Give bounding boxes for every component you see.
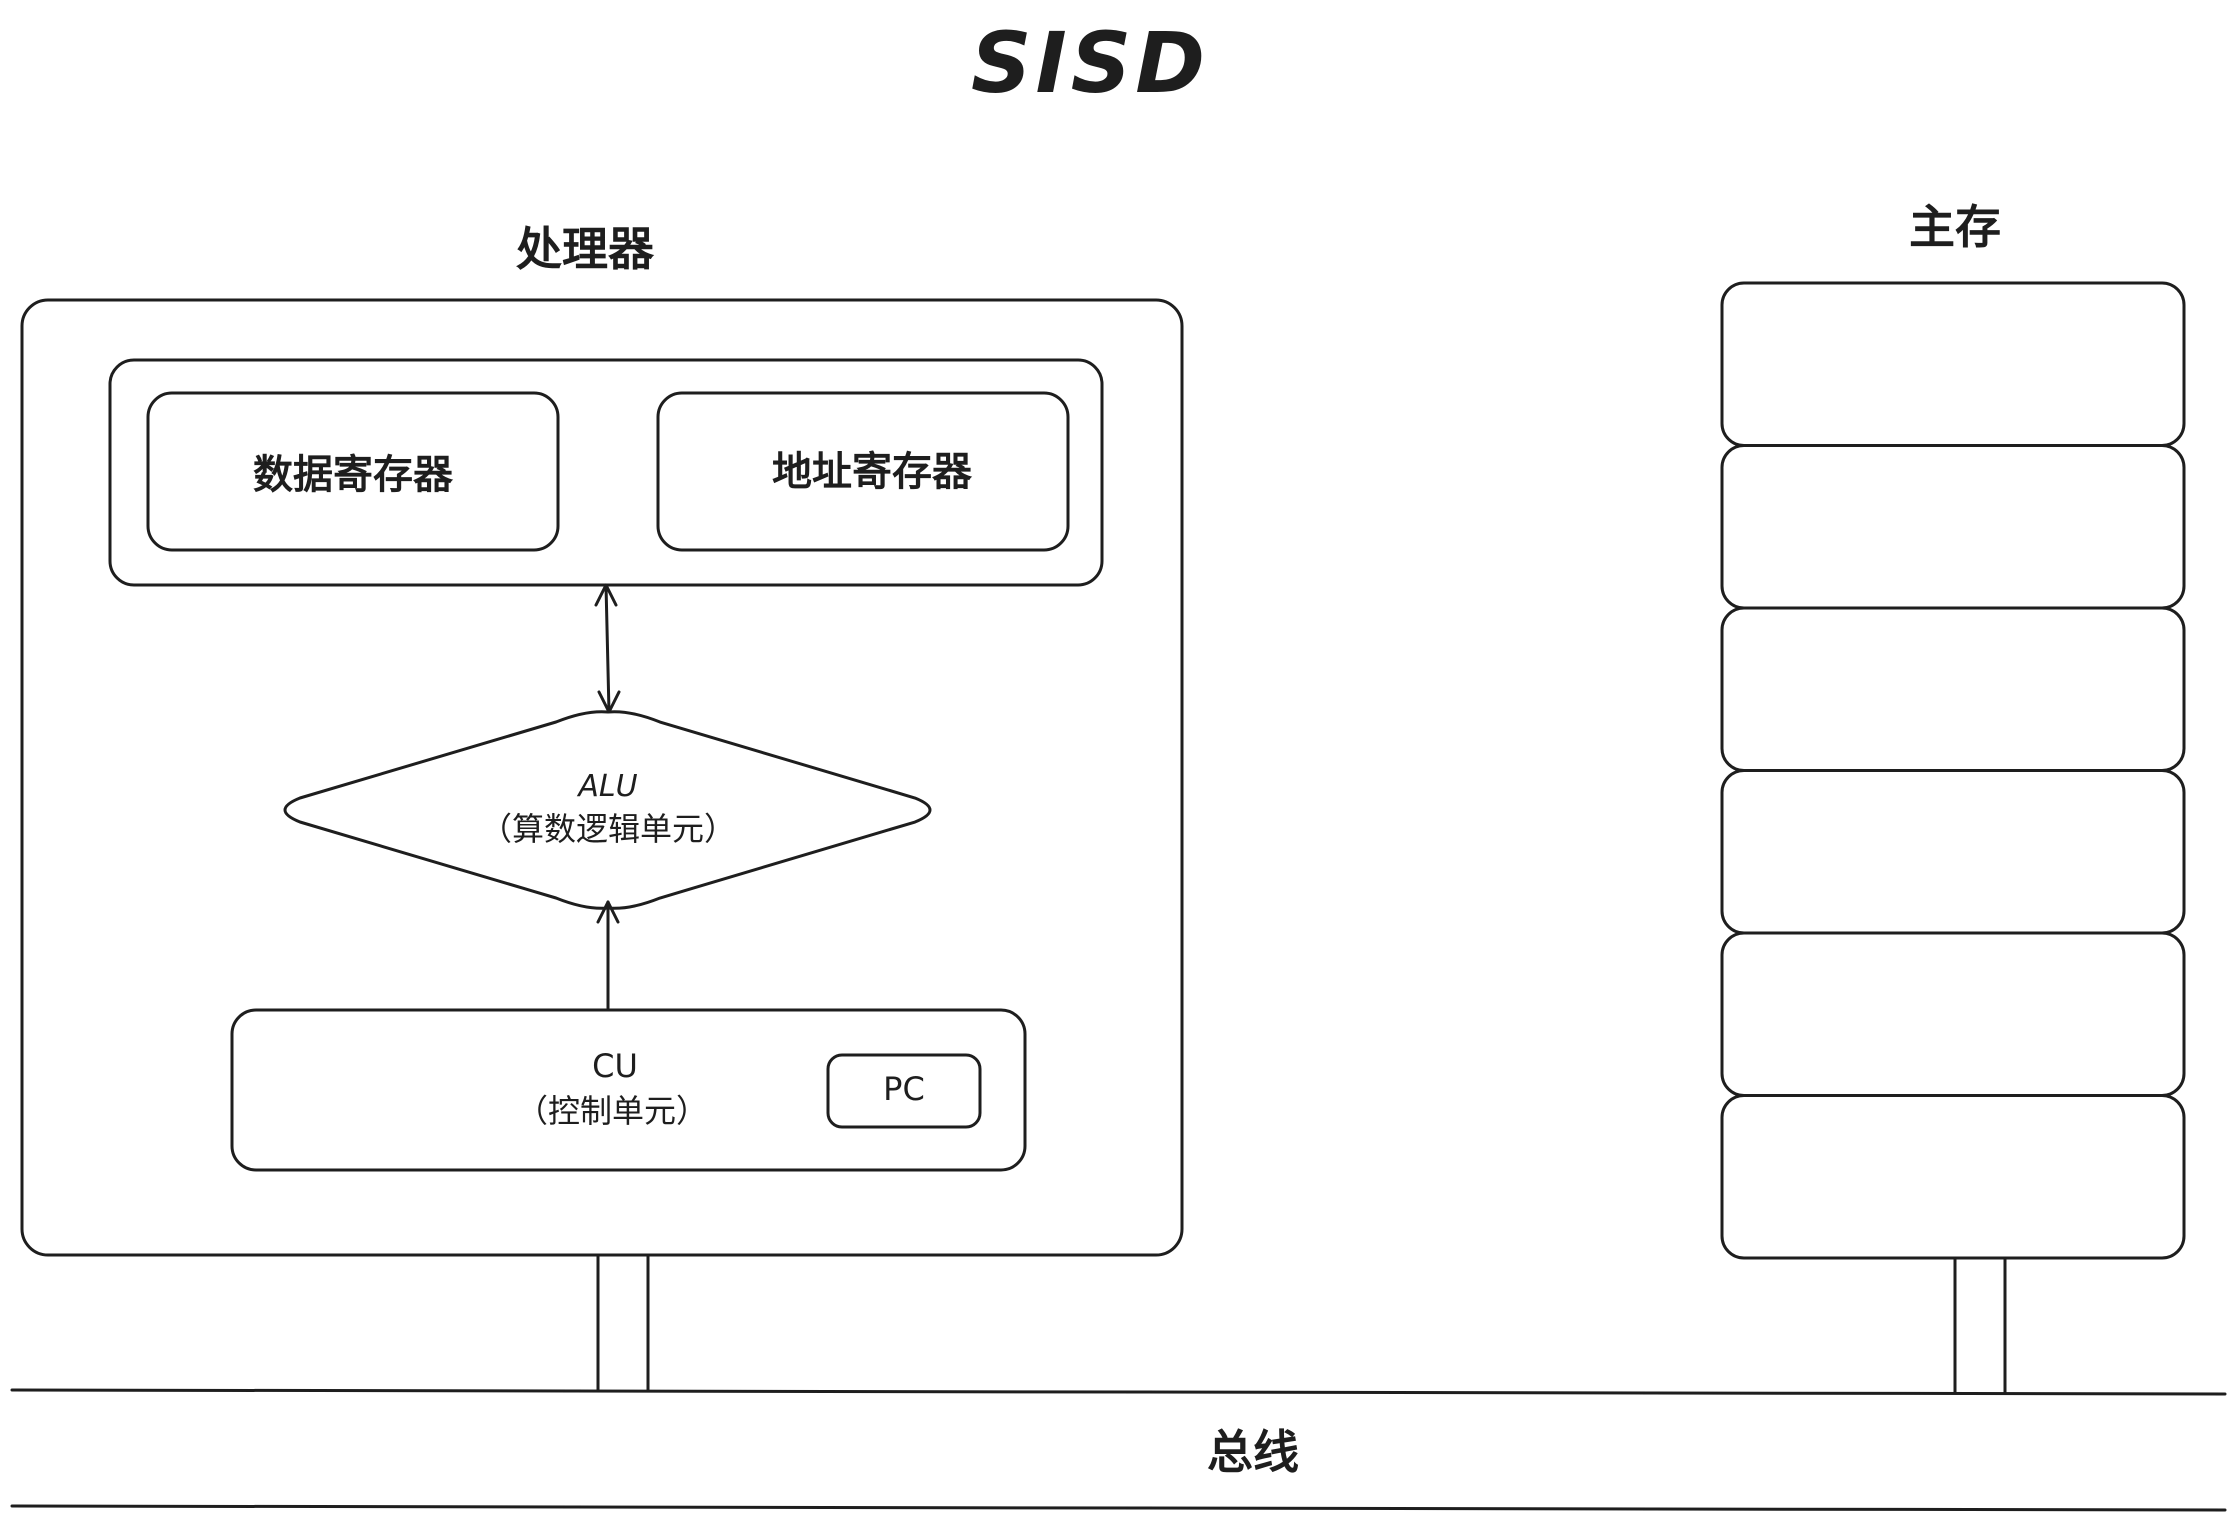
processor-bus-connector	[596, 1253, 650, 1392]
address-register: 地址寄存器	[656, 391, 1070, 552]
bus-label: 总线	[1207, 1425, 1299, 1479]
memory-label: 主存	[1909, 200, 2001, 254]
memory-cell	[1720, 931, 2186, 1097]
cu-box: CU （控制单元）	[230, 1008, 1027, 1172]
diagram-title: SISD	[971, 14, 1209, 112]
processor-label: 处理器	[516, 222, 655, 276]
memory-cell	[1720, 769, 2186, 935]
data-register-label: 数据寄存器	[253, 452, 454, 498]
data-register: 数据寄存器	[146, 391, 560, 552]
alu-desc: （算数逻辑单元）	[480, 810, 736, 848]
memory-stack	[1720, 281, 2186, 1260]
memory-cell	[1720, 281, 2186, 447]
alu-diamond: ALU （算数逻辑单元）	[283, 710, 932, 910]
pc-label: PC	[883, 1070, 925, 1108]
cu-name: CU	[592, 1047, 638, 1085]
alu-name: ALU	[576, 769, 637, 804]
memory-cell	[1720, 606, 2186, 772]
memory-cell	[1720, 444, 2186, 610]
memory-bus-connector	[1953, 1256, 2007, 1395]
cu-alu-arrow	[596, 900, 620, 1010]
cu-desc: （控制单元）	[516, 1092, 708, 1130]
bus: 总线	[10, 1388, 2227, 1512]
pc-register: PC	[826, 1053, 982, 1129]
memory-cell	[1720, 1094, 2186, 1260]
address-register-label: 地址寄存器	[772, 449, 973, 495]
